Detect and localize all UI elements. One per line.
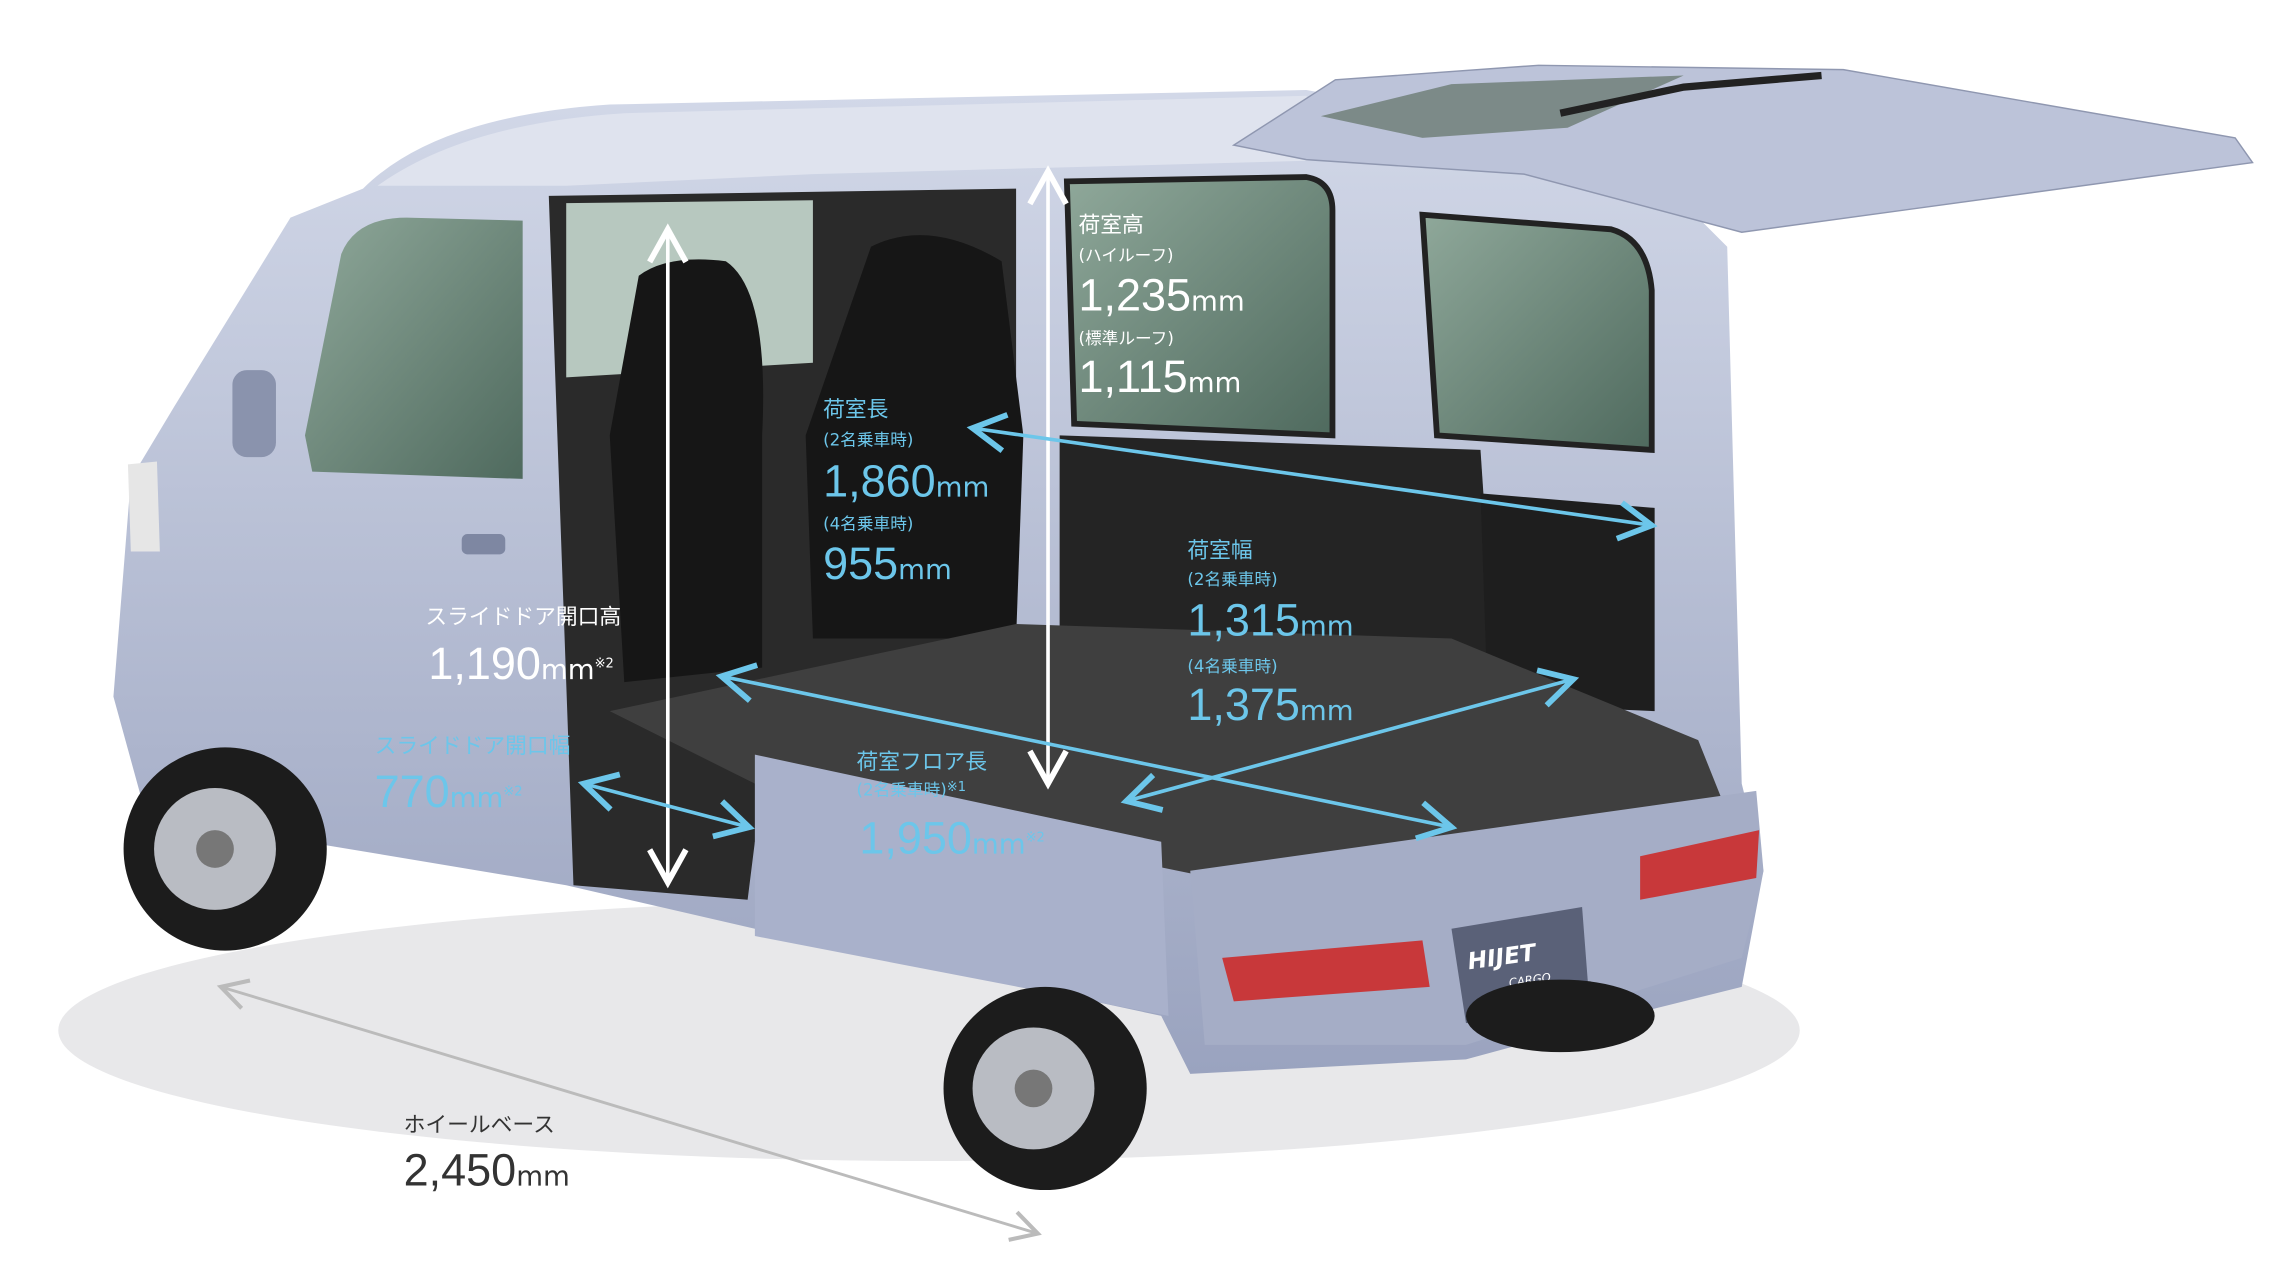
side-mirror	[232, 370, 276, 458]
slide-door-width-arrow	[577, 771, 755, 840]
high-roof-value: 1,235mm	[1078, 270, 1244, 321]
floor-length-label: 荷室フロア長	[856, 750, 987, 775]
high-roof-label: (ハイルーフ)	[1078, 246, 1173, 265]
four-seat-label: (4名乗車時)	[1187, 657, 1277, 676]
slide-door-height-label: スライドドア開口高	[425, 605, 621, 630]
floor-length-annotation: 荷室フロア長 (2名乗車時)※1 1,950mm※2	[856, 750, 1044, 863]
cargo-length-two-value: 1,860mm	[823, 455, 989, 506]
wheelbase-annotation: ホイールベース 2,450mm	[404, 1113, 570, 1196]
wheelbase-arrow	[216, 978, 1042, 1242]
door-handle	[461, 534, 506, 555]
cargo-side-window	[1063, 174, 1336, 439]
two-seat-label: (2名乗車時)	[1187, 570, 1277, 589]
roof	[377, 95, 1350, 186]
standard-roof-value: 1,115mm	[1078, 351, 1241, 402]
slide-door-width-value: 770mm※2	[375, 766, 523, 817]
cargo-length-four-value: 955mm	[823, 538, 952, 589]
front-wheel	[123, 747, 327, 951]
wheelbase-label: ホイールベース	[404, 1113, 555, 1138]
cargo-width-annotation: 荷室幅 (2名乗車時) 1,315mm (4名乗車時) 1,375mm	[1187, 538, 1353, 730]
slide-door-width-annotation: スライドドア開口幅 770mm※2	[375, 734, 571, 817]
cargo-width-two-value: 1,315mm	[1187, 595, 1353, 646]
front-window	[304, 217, 523, 479]
two-seat-label: (2名乗車時)	[823, 431, 913, 450]
cargo-width-arrow	[1120, 667, 1580, 813]
wheelbase-value: 2,450mm	[404, 1145, 570, 1196]
cargo-length-annotation: 荷室長 (2名乗車時) 1,860mm (4名乗車時) 955mm	[823, 398, 989, 590]
slide-door-height-annotation: スライドドア開口高 1,190mm※2	[425, 605, 621, 689]
tail-light	[1640, 830, 1760, 900]
four-seat-label: (4名乗車時)	[823, 515, 913, 534]
standard-roof-label: (標準ルーフ)	[1078, 329, 1173, 348]
seat	[609, 259, 764, 683]
floor-length-value: 1,950mm※2	[859, 812, 1044, 863]
slide-door-height-value: 1,190mm※2	[428, 638, 613, 689]
tail-light	[1222, 940, 1430, 1002]
rear-side-window	[1419, 211, 1655, 453]
spare-tire	[1465, 979, 1655, 1053]
headlight	[127, 461, 160, 552]
rear-wheel	[943, 986, 1147, 1191]
cargo-length-arrow	[966, 412, 1658, 542]
floor-length-seat-label: (2名乗車時)※1	[856, 780, 966, 799]
cargo-height-annotation: 荷室高 (ハイルーフ) 1,235mm (標準ルーフ) 1,115mm	[1078, 213, 1244, 402]
wiper	[1559, 71, 1822, 117]
cargo-width-four-value: 1,375mm	[1187, 679, 1353, 730]
tailgate-window	[1320, 75, 1684, 138]
slide-door-width-label: スライドドア開口幅	[375, 734, 571, 759]
cargo-height-label: 荷室高	[1078, 213, 1143, 238]
cargo-width-label: 荷室幅	[1187, 538, 1252, 563]
cargo-length-label: 荷室長	[823, 398, 888, 423]
rear-panel	[1480, 493, 1655, 712]
